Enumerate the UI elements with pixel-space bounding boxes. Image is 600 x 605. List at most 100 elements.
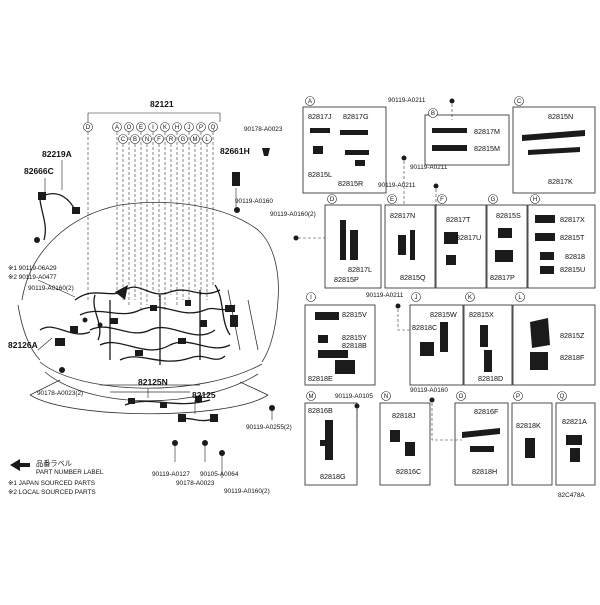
part-82817U[interactable]: 82817U (456, 233, 481, 242)
legend-label-en: PART NUMBER LABEL (36, 469, 104, 476)
callout-bolt-06A29[interactable]: ※1 90119-06A29 (8, 265, 57, 272)
bolt-A0211-row3[interactable]: 90119-A0211 (366, 292, 404, 299)
callout-nut-A0023-2[interactable]: 90178-A0023(2) (37, 390, 83, 397)
part-82821A[interactable]: 82821A (562, 417, 587, 426)
part-82817J[interactable]: 82817J (308, 112, 332, 121)
part-82817M[interactable]: 82817M (474, 127, 500, 136)
part-82818J[interactable]: 82818J (392, 411, 416, 420)
callout-82661H[interactable]: 82661H (220, 146, 250, 156)
box-letter: E (390, 197, 394, 203)
column-letters-top: D A O E I K H J P Q (83, 122, 218, 132)
part-82818C[interactable]: 82818C (412, 323, 437, 332)
part-82815R[interactable]: 82815R (338, 179, 363, 188)
part-82815Y[interactable]: 82815Y (342, 333, 367, 342)
box-letter: F (440, 197, 444, 203)
bolt-icon (82, 317, 88, 323)
callout-bolt-A0160[interactable]: 90119-A0160 (235, 198, 273, 205)
harness-82219A (44, 193, 76, 211)
part-82818F[interactable]: 82818F (560, 353, 585, 362)
part-82818D[interactable]: 82818D (478, 374, 503, 383)
legend-note-2: ※2 LOCAL SOURCED PARTS (8, 489, 96, 496)
part-82816B[interactable]: 82816B (308, 406, 333, 415)
part-82815U[interactable]: 82815U (560, 265, 585, 274)
box-letter: L (518, 295, 522, 301)
part-82818K[interactable]: 82818K (516, 421, 541, 430)
part-82817X[interactable]: 82817X (560, 215, 585, 224)
callout-82666C[interactable]: 82666C (24, 166, 54, 176)
callout-82219A[interactable]: 82219A (42, 149, 72, 159)
bolt-icon (234, 207, 240, 213)
part-82815T[interactable]: 82815T (560, 233, 585, 242)
callout-82125[interactable]: 82125 (192, 390, 216, 400)
part-82815X[interactable]: 82815X (469, 310, 494, 319)
callout-nut-A0023b[interactable]: 90178-A0023 (176, 480, 215, 487)
box-letter: D (330, 197, 335, 203)
bolt-icon (433, 183, 439, 189)
box-letter: G (491, 197, 496, 203)
bolt-A0160-row4[interactable]: 90119-A0160 (410, 387, 448, 394)
part-number-label-arrow-icon (115, 285, 128, 300)
box-N: N 82818J 82816C (379, 391, 431, 486)
bolt-icon (395, 303, 401, 309)
box-letter: H (533, 197, 537, 203)
box-letter: Q (560, 394, 565, 400)
part-82817K[interactable]: 82817K (548, 177, 573, 186)
part-82818H[interactable]: 82818H (472, 467, 497, 476)
right-side-parts (232, 148, 270, 213)
box-P: P 82818K (511, 391, 553, 486)
callout-lines (37, 160, 196, 414)
column-letter: C (121, 137, 126, 143)
main-part-number[interactable]: 82121 (150, 99, 174, 109)
column-letter: N (145, 137, 149, 143)
part-82815N[interactable]: 82815N (548, 112, 573, 121)
part-82815S[interactable]: 82815S (496, 211, 521, 220)
part-82818E[interactable]: 82818E (308, 374, 333, 383)
label-arrow-icon (10, 459, 30, 471)
callout-82125N[interactable]: 82125N (138, 377, 168, 387)
part-82815Z[interactable]: 82815Z (560, 331, 585, 340)
column-letter: P (199, 125, 203, 131)
part-82815P[interactable]: 82815P (334, 275, 359, 284)
letter-lead-lines (87, 132, 214, 310)
part-82818G[interactable]: 82818G (320, 472, 346, 481)
column-letter: O (127, 125, 132, 131)
part-82817L[interactable]: 82817L (348, 265, 372, 274)
nut-icon (59, 367, 65, 373)
part-82816F[interactable]: 82816F (474, 407, 499, 416)
callout-bolt-A0160-2[interactable]: 90119-A0160(2) (28, 285, 74, 292)
part-82815V[interactable]: 82815V (342, 310, 367, 319)
bolt-A0211-mid[interactable]: 90119-A0211 (410, 164, 448, 171)
bolt-icon (219, 450, 225, 456)
callout-nut-A0023[interactable]: 90178-A0023 (244, 126, 283, 133)
main-bracket-line (87, 112, 221, 122)
part-82817N[interactable]: 82817N (390, 211, 415, 220)
part-82818B[interactable]: 82818B (342, 341, 367, 350)
bolt-A0160-2[interactable]: 90119-A0160(2) (270, 211, 316, 218)
column-letters-bottom: C B N F R G M L (118, 134, 212, 144)
bolt-A0211-top[interactable]: 90119-A0211 (388, 97, 426, 104)
nut-icon (202, 440, 208, 446)
callout-bolt-A0477[interactable]: ※2 90119-A0477 (8, 274, 57, 281)
box-C: C 82815N 82817K (512, 96, 596, 194)
callout-82126A[interactable]: 82126A (8, 340, 38, 350)
bolt-A0211-mid2[interactable]: 90119-A0211 (378, 182, 416, 189)
connector-82661H (232, 172, 240, 186)
part-82817P[interactable]: 82817P (490, 273, 515, 282)
bolt-A0105[interactable]: 90119-A0105 (335, 393, 373, 400)
box-M: M 82816B 82818G (304, 391, 358, 486)
callout-bolt-A0160-2b[interactable]: 90119-A0160(2) (224, 488, 270, 495)
part-82815L[interactable]: 82815L (308, 170, 332, 179)
part-82815W[interactable]: 82815W (430, 310, 457, 319)
part-82816C[interactable]: 82816C (396, 467, 421, 476)
part-82815M[interactable]: 82815M (474, 144, 500, 153)
callout-bolt-A0255-2[interactable]: 90119-A0255(2) (246, 424, 292, 431)
part-82818[interactable]: 82818 (565, 252, 585, 261)
callout-nut-A0064[interactable]: 90105-A0064 (200, 471, 239, 478)
callout-bolt-A0127[interactable]: 90119-A0127 (152, 471, 190, 478)
part-82817G[interactable]: 82817G (343, 112, 369, 121)
column-letter: B (133, 137, 137, 143)
bolt-icon (429, 397, 435, 403)
part-82817T[interactable]: 82817T (446, 215, 471, 224)
column-letter: L (205, 137, 209, 143)
part-82815Q[interactable]: 82815Q (400, 273, 426, 282)
